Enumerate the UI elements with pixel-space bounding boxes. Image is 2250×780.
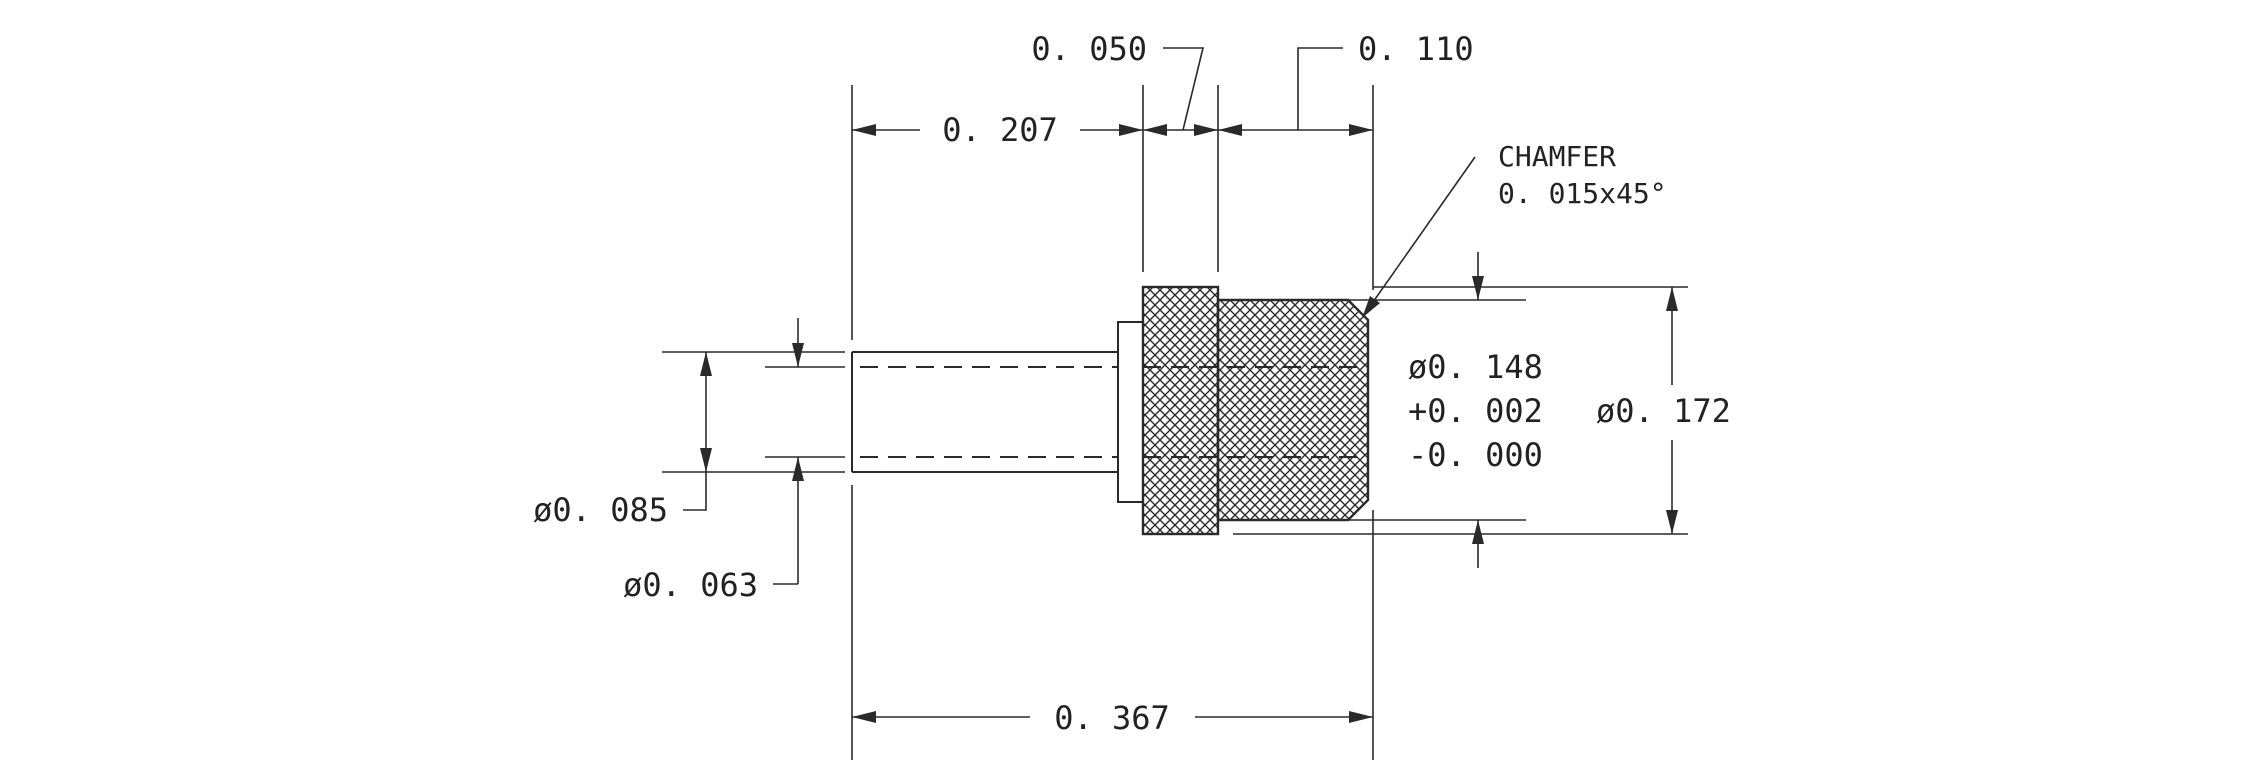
chamfer-leader xyxy=(1365,156,1476,313)
tolerance-minus: -0. 000 xyxy=(1408,436,1543,474)
dim-dia-0063: ø0. 063 xyxy=(623,318,845,604)
shoulder-step xyxy=(1117,321,1144,503)
part-outline xyxy=(851,285,1370,536)
arrow-0172-bottom xyxy=(1666,510,1678,534)
dim-0207-label: 0. 207 xyxy=(942,111,1058,149)
dim-dia-0148-label: ø0. 148 xyxy=(1408,348,1543,386)
knurled-body xyxy=(1216,298,1370,522)
dim-dia-0063-label: ø0. 063 xyxy=(623,566,758,604)
leader-0110 xyxy=(1297,47,1343,130)
dim-dia-0085: ø0. 085 xyxy=(533,351,845,529)
shank-outline xyxy=(852,351,1118,473)
dim-dia-0148: ø0. 148 +0. 002 -0. 000 xyxy=(1233,252,1543,568)
dim-dia-0085-label: ø0. 085 xyxy=(533,491,668,529)
dim-0110-label: 0. 110 xyxy=(1358,30,1474,68)
arrow-0207-right xyxy=(1119,124,1143,136)
arrow-0085-top xyxy=(700,352,712,376)
tolerance-plus: +0. 002 xyxy=(1408,392,1543,430)
arrow-0110-right xyxy=(1349,124,1373,136)
arrow-0050-right xyxy=(1194,124,1218,136)
dim-dia-0172: ø0. 172 xyxy=(1233,286,1731,535)
extension-lines xyxy=(851,85,1374,760)
arrow-0050-left xyxy=(1143,124,1167,136)
chamfer-arrow xyxy=(1362,296,1380,318)
arrow-0148-top xyxy=(1472,276,1484,300)
dim-0050-label: 0. 050 xyxy=(1031,30,1147,68)
arrow-0207-left xyxy=(852,124,876,136)
leader-0085 xyxy=(683,472,707,511)
arrow-0367-right xyxy=(1349,711,1373,723)
dim-0110: 0. 110 xyxy=(1218,30,1474,136)
arrow-0085-bottom xyxy=(700,448,712,472)
chamfer-title: CHAMFER xyxy=(1498,140,1616,173)
dim-0050: 0. 050 xyxy=(1031,30,1218,136)
chamfer-note: CHAMFER 0. 015x45° xyxy=(1362,140,1667,318)
knurled-flange xyxy=(1141,285,1220,536)
arrow-0148-bottom xyxy=(1472,520,1484,544)
arrow-0110-left xyxy=(1218,124,1242,136)
chamfer-spec: 0. 015x45° xyxy=(1498,177,1667,210)
dim-0207: 0. 207 xyxy=(852,111,1143,149)
dim-0367: 0. 367 xyxy=(852,699,1373,737)
arrow-0063-top xyxy=(792,343,804,367)
arrow-0063-bottom xyxy=(792,457,804,481)
arrow-0172-top xyxy=(1666,287,1678,311)
arrow-0367-left xyxy=(852,711,876,723)
leader-0050 xyxy=(1163,47,1205,131)
dim-0367-label: 0. 367 xyxy=(1054,699,1170,737)
dim-dia-0172-label: ø0. 172 xyxy=(1596,392,1731,430)
